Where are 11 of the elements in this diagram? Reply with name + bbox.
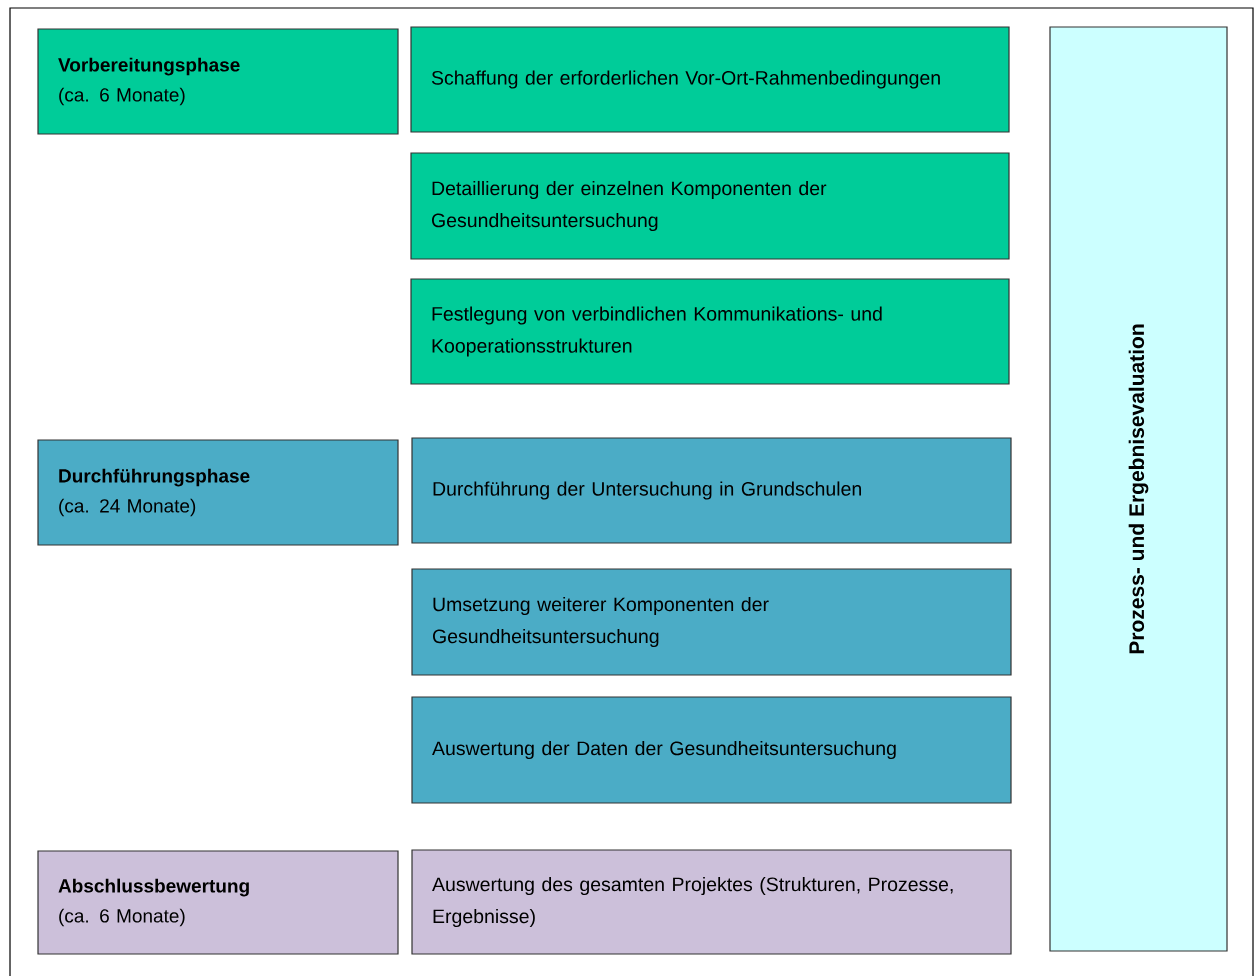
phase-box: Abschlussbewertung (ca. 6 Monate) xyxy=(37,850,399,955)
task-box: Auswertung des gesamten Projektes (Strukturen, Prozesse, Ergebnisse) xyxy=(411,849,1012,955)
phase-box: Durchführungsphase (ca. 24 Monate) xyxy=(37,439,399,546)
phase-box: Vorbereitungsphase (ca. 6 Monate) xyxy=(37,28,399,135)
task-box: Festlegung von verbindlichen Kommunikations- und Kooperationsstrukturen xyxy=(410,278,1010,385)
task-box: Detaillierung der einzelnen Komponenten der Gesundheitsuntersuchung xyxy=(410,152,1010,260)
task-box: Auswertung der Daten der Gesundheitsuntersuchung xyxy=(411,696,1012,804)
task-box: Durchführung der Untersuchung in Grundschulen xyxy=(411,437,1012,544)
evaluation-bar: Prozess- und Ergebnisevaluation xyxy=(1049,26,1228,952)
task-box: Umsetzung weiterer Komponenten der Gesundheitsuntersuchung xyxy=(411,568,1012,676)
task-box: Schaffung der erforderlichen Vor-Ort-Rahmenbedingungen xyxy=(410,26,1010,133)
